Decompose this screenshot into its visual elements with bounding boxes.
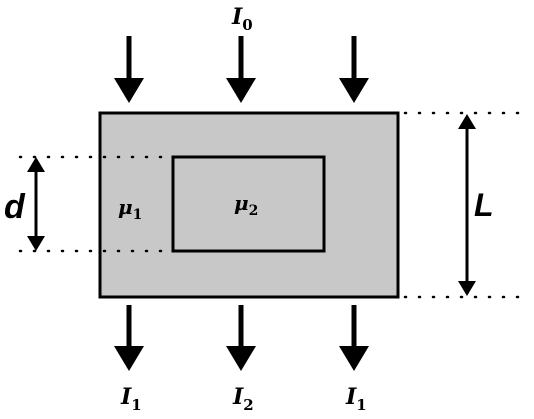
incident-arrow-left (114, 36, 144, 103)
incident-arrow-center (226, 36, 256, 103)
d-dimension-arrow (27, 157, 45, 251)
transmitted-label-center: I2 (232, 384, 254, 414)
transmitted-arrows (114, 305, 369, 371)
guide-lines (18, 111, 522, 299)
transmitted-arrow-center (226, 305, 256, 371)
inner-medium-label: μ2 (234, 191, 258, 219)
transmitted-arrow-right (339, 305, 369, 371)
inner-thickness-label: d (4, 188, 26, 226)
incident-intensity-label: I0 (231, 4, 253, 34)
l-dimension-arrow (458, 114, 476, 296)
transmitted-label-right: I1 (345, 384, 367, 414)
transmitted-label-left: I1 (120, 384, 142, 414)
transmitted-arrow-left (114, 305, 144, 371)
incident-arrow-right (339, 36, 369, 103)
inner-medium-block (171, 155, 326, 253)
outer-medium-label: μ1 (118, 195, 142, 223)
incident-arrows (114, 36, 369, 103)
outer-thickness-label: L (474, 187, 494, 223)
